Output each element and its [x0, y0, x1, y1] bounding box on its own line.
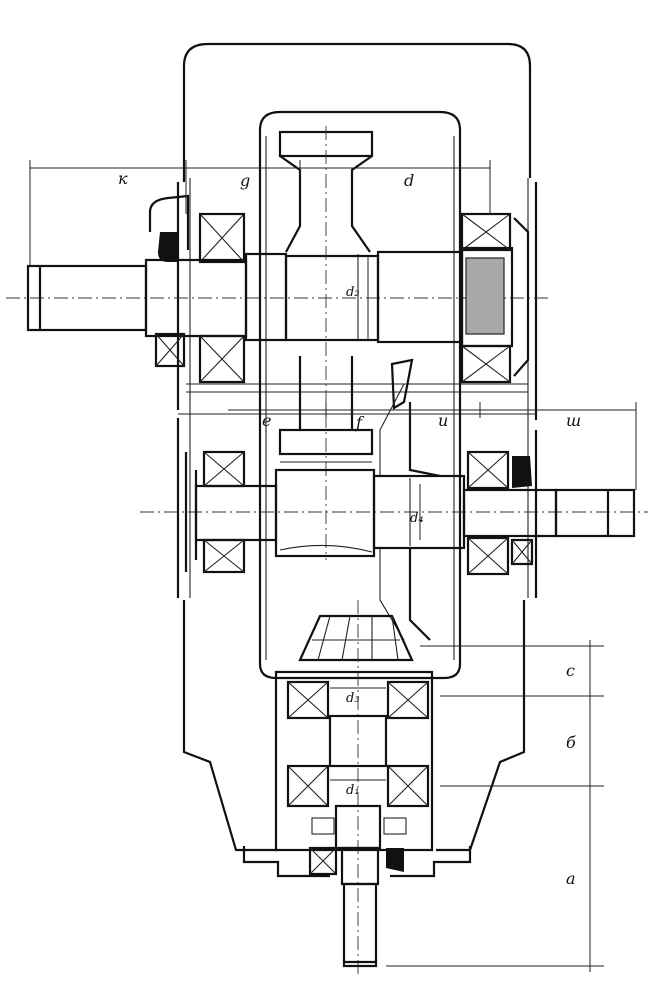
- hatched-key: [465, 257, 505, 335]
- label-i: и: [438, 411, 448, 430]
- bottom-seal-icon: [386, 848, 404, 872]
- dimension-labels: к g d е f и ш d₂ d₄ d₃ d₁ c б a: [118, 169, 581, 888]
- label-d: d: [404, 171, 414, 190]
- label-c: c: [566, 661, 575, 680]
- label-d4: d₄: [410, 511, 424, 526]
- label-d3: d₃: [346, 691, 360, 706]
- top-spur-gear: [278, 126, 374, 560]
- label-a: a: [566, 869, 576, 888]
- dimension-lines: [29, 160, 637, 972]
- label-e: е: [262, 411, 271, 430]
- inner-chamber: [258, 110, 462, 680]
- label-sh: ш: [566, 411, 581, 430]
- oil-seal-icon: [158, 232, 178, 262]
- label-g: g: [240, 171, 250, 190]
- label-d1: d₁: [346, 783, 360, 798]
- label-f: f: [355, 413, 365, 432]
- output-shaft-bearings: [184, 450, 534, 576]
- label-k: к: [118, 169, 128, 188]
- output-oil-seal-icon: [512, 456, 532, 488]
- housing: [176, 42, 538, 852]
- bevel-pinion-lower: [298, 614, 414, 662]
- input-shaft-bearings: [148, 194, 530, 384]
- label-b: б: [566, 733, 576, 752]
- input-shaft: [6, 246, 552, 348]
- vertical-shaft: [242, 600, 472, 978]
- label-d2: d₂: [346, 285, 360, 300]
